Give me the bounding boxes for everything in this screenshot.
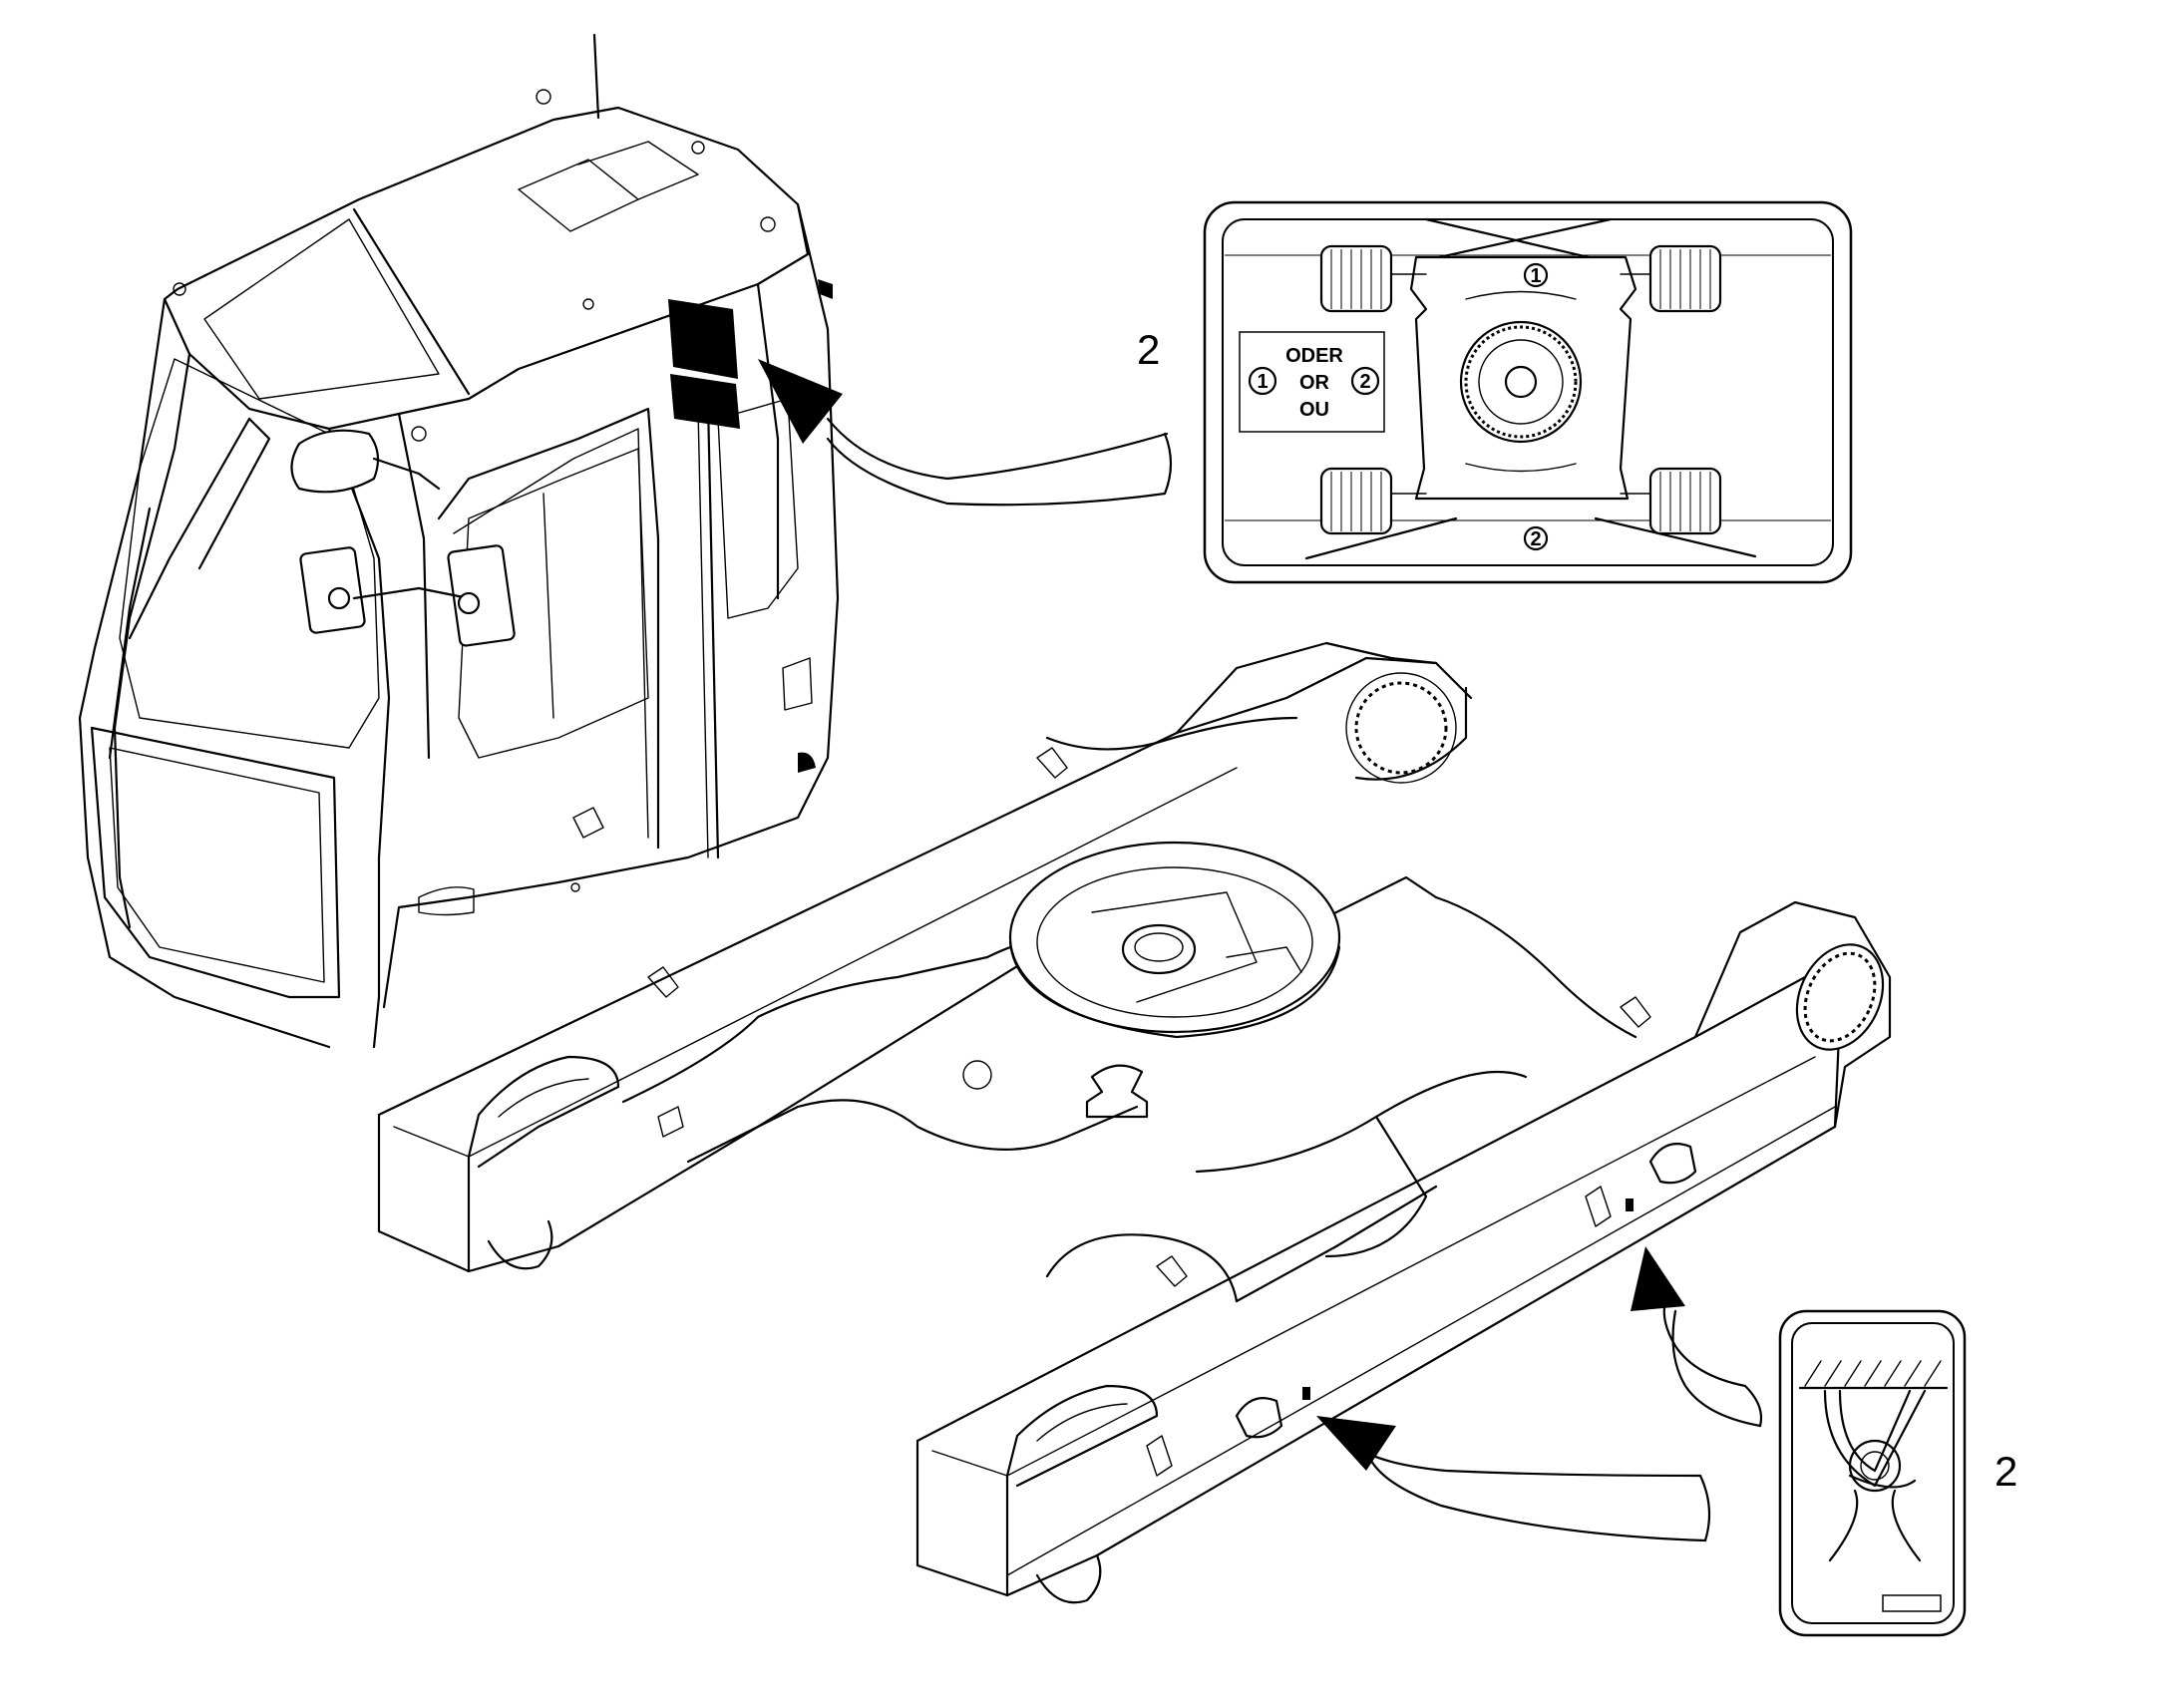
decal-choice-left: 1	[1257, 371, 1268, 393]
decal-choice-word-3: OU	[1299, 399, 1329, 421]
callout-arrow-lower-2	[1631, 1246, 1763, 1428]
callout-arrow-lower-1	[1316, 1416, 1711, 1542]
undercarriage-decal-markers	[1302, 1198, 1634, 1400]
decal-choice-word-1: ODER	[1285, 345, 1343, 367]
excavator-cab	[78, 33, 840, 1049]
callout-arrow-upper	[758, 359, 1173, 507]
decal-lifting-point	[1778, 1309, 1967, 1637]
track-top-right	[1648, 244, 1722, 313]
cab-decal-markers	[668, 299, 740, 429]
track-bottom-right	[1648, 467, 1722, 535]
decal-marker-top: 1	[1530, 265, 1541, 287]
decal-lifting-orientation: 1 2 ODER OR OU 1 2	[1203, 200, 1853, 584]
track-bottom-left	[1319, 467, 1393, 535]
undercarriage-frame	[377, 641, 1892, 1604]
callout-number-upper: 2	[1137, 326, 1160, 373]
decal-choice-word-2: OR	[1299, 372, 1330, 394]
track-top-left	[1319, 244, 1393, 313]
decal-choice-right: 2	[1359, 371, 1370, 393]
decal-marker-bottom: 2	[1530, 528, 1541, 550]
callout-number-lower: 2	[1995, 1448, 2017, 1495]
